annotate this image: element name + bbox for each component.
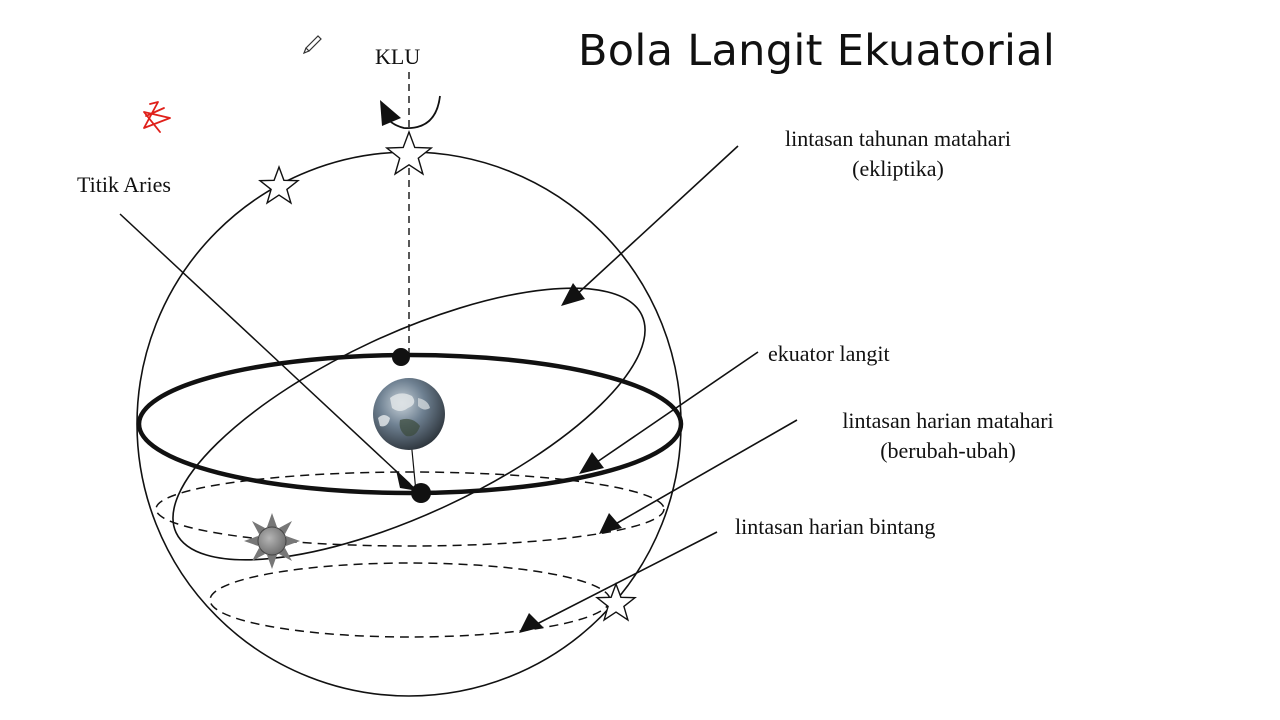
equinox-node-upper — [392, 348, 410, 366]
pen-icon — [302, 35, 322, 55]
star-icon — [384, 130, 434, 176]
equator-label: ekuator langit — [768, 341, 890, 366]
equinox-node-lower — [411, 483, 431, 503]
titik-aries-label: Titik Aries — [77, 172, 171, 197]
equator-pointer-line — [596, 351, 759, 463]
equator-pointer-arrowhead — [579, 452, 604, 474]
earth-icon — [373, 378, 445, 450]
star-icon — [595, 581, 637, 622]
sun-daily-path — [155, 471, 665, 547]
ecliptic-path — [172, 287, 646, 561]
star-daily-path — [209, 562, 611, 638]
star-daily-path-label: lintasan harian bintang — [735, 514, 936, 539]
star-icon — [258, 164, 300, 205]
star-path-pointer-line — [532, 531, 718, 627]
sun-path-pointer-line — [611, 419, 798, 527]
page-title: Bola Langit Ekuatorial — [578, 26, 1056, 76]
celestial-equator — [136, 352, 684, 496]
ecliptic-label: lintasan tahunan matahari (ekliptika) — [762, 124, 1034, 184]
sun-path-pointer-arrowhead — [599, 513, 622, 534]
sun-daily-path-label: lintasan harian matahari (berubah-ubah) — [820, 406, 1076, 466]
klu-label: KLU — [375, 44, 421, 69]
aries-pointer-arrowhead — [396, 470, 418, 491]
ecliptic-label-line1: lintasan tahunan matahari — [784, 126, 1012, 151]
sun-icon — [244, 513, 300, 569]
red-scribble-icon — [143, 101, 171, 133]
sun-daily-path-label-line1: lintasan harian matahari — [842, 408, 1054, 433]
ecliptic-pointer-line — [574, 145, 739, 297]
sun-daily-path-label-line2: (berubah-ubah) — [880, 438, 1016, 463]
ecliptic-pointer-arrowhead — [561, 283, 585, 306]
aries-pointer-line — [119, 213, 411, 485]
rotation-arrowhead — [380, 100, 401, 126]
star-path-pointer-arrowhead — [519, 613, 543, 633]
ecliptic-label-line2: (ekliptika) — [852, 156, 944, 181]
